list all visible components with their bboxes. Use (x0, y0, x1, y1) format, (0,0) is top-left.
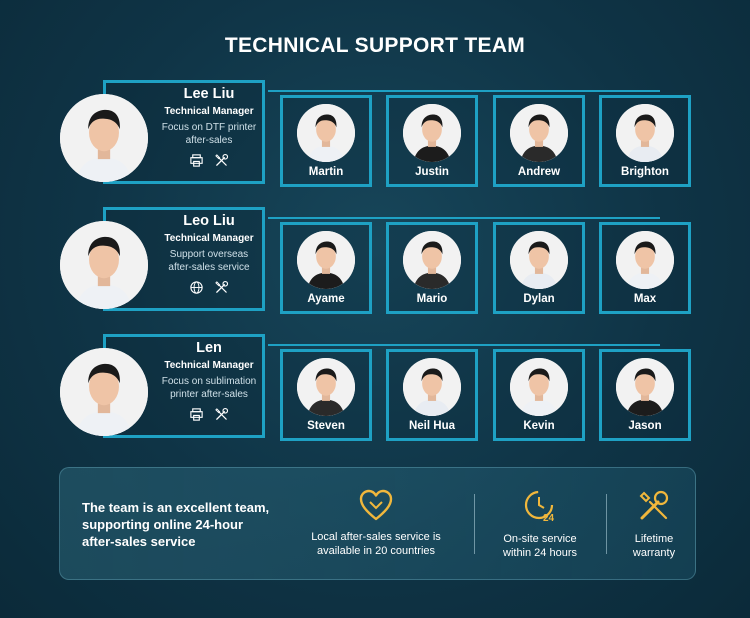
leader-desc-line: printer after-sales (170, 388, 248, 400)
info-panel: The team is an excellent team, supportin… (59, 467, 696, 580)
member-card: Martin (280, 95, 372, 187)
leader-icons (153, 153, 265, 168)
feature-text: within 24 hours (503, 547, 577, 559)
member-name: Andrew (517, 166, 561, 178)
feature-text: available in 20 countries (316, 545, 436, 557)
member-photo (403, 358, 461, 416)
member-card: Justin (386, 95, 478, 187)
divider (474, 494, 475, 554)
tools-icon (215, 280, 229, 293)
tools-icon (215, 407, 229, 420)
member-card: Neil Hua (386, 349, 478, 441)
member-name: Ayame (307, 293, 345, 305)
wrench-screwdriver-icon (639, 490, 669, 520)
leader-role: Technical Manager (164, 360, 254, 371)
leader-name: Leo Liu (183, 213, 235, 229)
leader-role: Technical Manager (164, 233, 254, 244)
printer-icon (190, 154, 203, 167)
member-card: Jason (599, 349, 691, 441)
connector-line (268, 90, 660, 92)
member-name: Kevin (523, 420, 555, 432)
member-name: Neil Hua (408, 420, 455, 432)
member-card: Max (599, 222, 691, 314)
member-photo (297, 358, 355, 416)
clock-24-icon: 24 (524, 490, 555, 524)
member-photo (616, 358, 674, 416)
divider (606, 494, 607, 554)
member-photo (510, 104, 568, 162)
leader-photo (60, 94, 148, 182)
heart-icon (359, 489, 393, 521)
leader-desc-line: Support overseas (169, 249, 249, 260)
member-card: Steven (280, 349, 372, 441)
leader-photo (60, 221, 148, 309)
member-photo (297, 104, 355, 162)
feature-text: Local after-sales service is (311, 531, 441, 543)
member-photo (510, 358, 568, 416)
leader-icons (153, 280, 265, 295)
member-photo (403, 104, 461, 162)
feature-local-service: Local after-sales service is available i… (296, 488, 456, 558)
leader-desc-line: Focus on DTF printer (161, 122, 257, 133)
printer-icon (190, 408, 203, 421)
feature-text: warranty (632, 547, 676, 559)
member-photo (616, 104, 674, 162)
page-title: TECHNICAL SUPPORT TEAM (224, 34, 526, 57)
member-photo (616, 231, 674, 289)
leader-icons (153, 407, 265, 422)
member-name: Mario (416, 293, 448, 305)
member-name: Steven (307, 420, 345, 432)
feature-text: On-site service (503, 533, 577, 545)
connector-line (268, 344, 660, 346)
member-name: Martin (308, 166, 344, 178)
member-name: Jason (628, 420, 662, 432)
member-photo (403, 231, 461, 289)
leader-desc-line: after-sales service (168, 261, 250, 273)
panel-text-line: The team is an excellent team, (82, 500, 270, 515)
feature-onsite-service: 24 On-site service within 24 hours (480, 488, 600, 560)
connector-line (268, 217, 660, 219)
member-name: Max (633, 293, 657, 305)
member-card: Kevin (493, 349, 585, 441)
member-photo (510, 231, 568, 289)
panel-description: The team is an excellent team, supportin… (82, 499, 312, 550)
member-card: Andrew (493, 95, 585, 187)
member-card: Mario (386, 222, 478, 314)
panel-text-line: supporting online 24-hour (82, 517, 244, 532)
leader-photo (60, 348, 148, 436)
leader-desc-line: Focus on sublimation (161, 376, 257, 387)
member-card: Dylan (493, 222, 585, 314)
leader-name: Len (196, 340, 222, 356)
member-card: Brighton (599, 95, 691, 187)
leader-role: Technical Manager (164, 106, 254, 117)
tools-icon (215, 153, 229, 166)
member-name: Brighton (621, 166, 669, 178)
member-photo (297, 231, 355, 289)
member-name: Justin (415, 166, 449, 178)
member-card: Ayame (280, 222, 372, 314)
globe-icon (190, 281, 203, 294)
leader-desc-line: after-sales (185, 134, 233, 146)
feature-warranty: Lifetime warranty (612, 488, 696, 560)
panel-text-line: after-sales service (82, 534, 196, 549)
leader-name: Lee Liu (183, 86, 235, 102)
member-name: Dylan (523, 293, 555, 305)
feature-text: Lifetime (634, 533, 674, 545)
svg-text:24: 24 (543, 513, 555, 524)
